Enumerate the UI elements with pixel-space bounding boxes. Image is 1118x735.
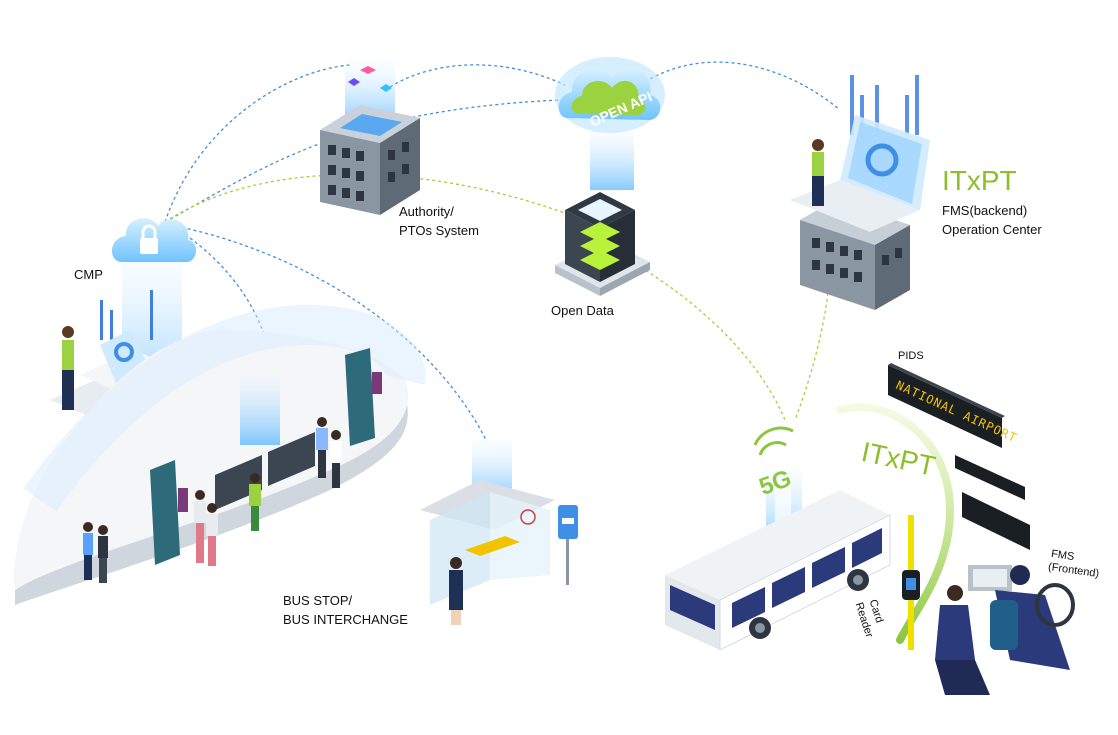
server-icon	[555, 192, 650, 296]
bus-interchange-icon	[13, 304, 426, 605]
link-cmp-authority	[164, 64, 351, 223]
pids-label: PIDS	[898, 350, 924, 362]
bus-stop-sign-icon	[558, 505, 578, 585]
cloud-open-api-icon: OPEN API	[555, 57, 665, 190]
open-data-label: Open Data	[551, 303, 614, 318]
authority-building-icon	[320, 60, 420, 215]
bus-stop-icon	[420, 440, 578, 625]
pids-display-sign	[962, 492, 1030, 550]
bus-stop-label-line2: BUS INTERCHANGE	[283, 612, 408, 627]
person-backend	[812, 139, 824, 206]
pids-display: NATIONAL AIRPORT	[888, 363, 1019, 448]
authority-label-line1: Authority/	[399, 204, 454, 219]
link-openapi-fms	[639, 61, 841, 111]
passenger-card	[935, 585, 990, 695]
itxpt-label-top: ITxPT	[942, 165, 1017, 196]
fms-backend-label-line2: Operation Center	[942, 222, 1042, 237]
fms-backend-label-line1: FMS(backend)	[942, 203, 1028, 218]
person-cmp	[62, 326, 74, 410]
fms-backend-icon	[790, 75, 930, 310]
pids-display-small	[955, 455, 1025, 500]
link-cmp-opendata	[164, 173, 571, 223]
cmp-label: CMP	[74, 267, 103, 282]
itxpt-arc	[836, 403, 955, 644]
link-cmp-openapi	[164, 99, 561, 223]
driver-fms-frontend	[968, 565, 1075, 670]
link-cmp-busstop	[169, 224, 487, 441]
link-fms-bus	[794, 274, 831, 421]
bus-stop-label-line1: BUS STOP/	[283, 593, 353, 608]
bus-icon: 5G	[665, 426, 891, 651]
authority-label-line2: PTOs System	[399, 223, 479, 238]
link-authority-openapi	[384, 64, 566, 91]
link-opendata-bus	[619, 254, 786, 421]
passengers	[83, 417, 342, 583]
person-busstop	[449, 557, 463, 625]
pids-display-text: NATIONAL AIRPORT	[894, 378, 1020, 445]
turnstile-icon	[150, 348, 382, 565]
card-reader-icon	[902, 515, 920, 650]
